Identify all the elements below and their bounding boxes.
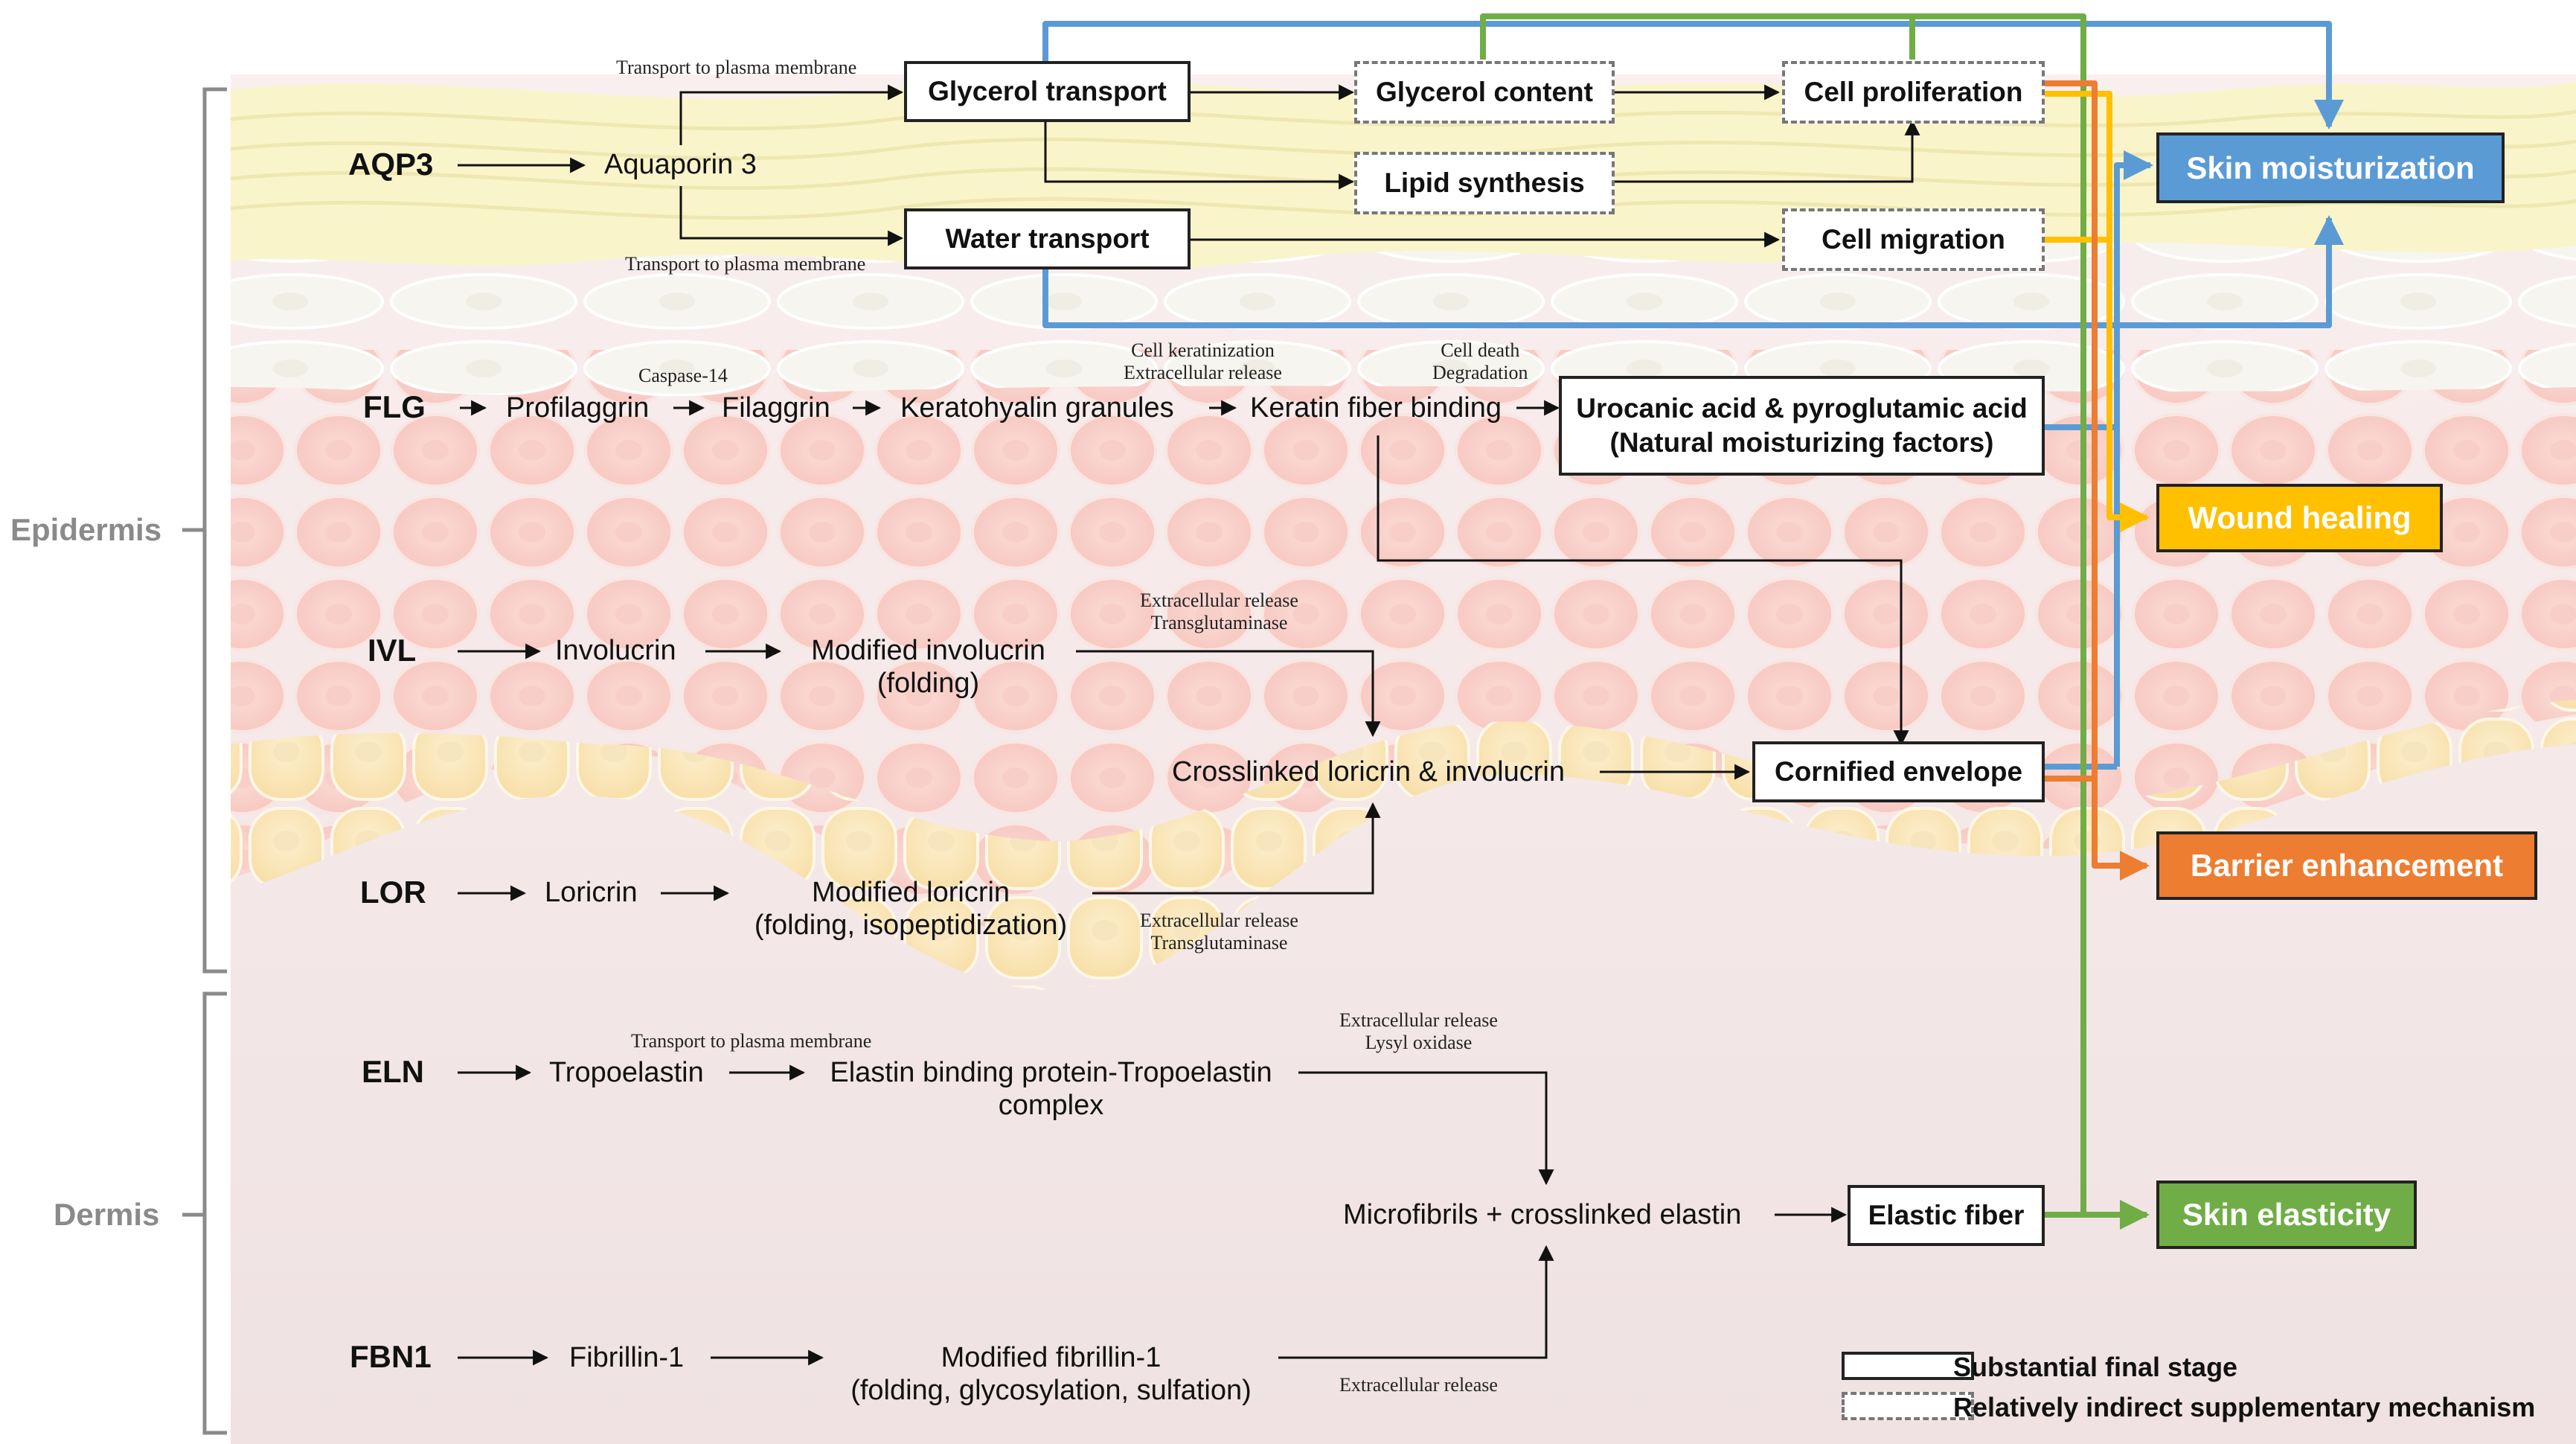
node-microfibrils: Microfibrils + crosslinked elastin <box>1343 1199 1742 1230</box>
legend-dashed-label: Relatively indirect supplementary mechan… <box>1953 1392 2536 1422</box>
outcome-wound-healing: Wound healing <box>2156 484 2443 552</box>
outcome-skin-elasticity: Skin elasticity <box>2156 1181 2417 1249</box>
node-filaggrin: Filaggrin <box>722 392 830 424</box>
node-cornified-envelope: Cornified envelope <box>1752 741 2045 802</box>
dermis-label: Dermis <box>54 1197 160 1232</box>
dermis-bracket <box>182 991 227 1435</box>
blue-line-top <box>1042 21 2344 130</box>
node-cell-proliferation: Cell proliferation <box>1782 61 2045 124</box>
outcome-barrier-enhancement: Barrier enhancement <box>2156 831 2537 900</box>
node-nmf-line2: (Natural moisturizing factors) <box>1609 427 1994 458</box>
ann-fbn-release: Extracellular release <box>1339 1374 1498 1396</box>
node-elastic-fiber: Elastic fiber <box>1848 1185 2045 1246</box>
node-mod-fibrillin-line2: (folding, glycosylation, sulfation) <box>850 1374 1252 1406</box>
legend-solid-label: Substantial final stage <box>1953 1352 2238 1382</box>
node-keratin-binding: Keratin fiber binding <box>1250 392 1502 424</box>
ann-keratinization-line1: Cell keratinization <box>1131 339 1275 361</box>
ann-keratinization-line2: Extracellular release <box>1124 361 1282 383</box>
gene-eln: ELN <box>362 1054 424 1089</box>
gene-flg: FLG <box>363 389 426 424</box>
node-mod-loricrin-line1: Modified loricrin <box>811 877 1010 908</box>
node-keratohyalin: Keratohyalin granules <box>900 392 1174 424</box>
node-mod-loricrin-line2: (folding, isopeptidization) <box>754 909 1068 941</box>
node-mod-involucrin-line2: (folding) <box>877 667 980 699</box>
ann-death-line1: Cell death <box>1441 339 1520 361</box>
ann-lor-release-line1: Extracellular release <box>1140 910 1298 931</box>
epidermis-bracket <box>182 87 227 974</box>
node-profilaggrin: Profilaggrin <box>506 392 650 424</box>
ann-transport-bottom: Transport to plasma membrane <box>625 253 866 275</box>
node-fibrillin1: Fibrillin-1 <box>569 1342 685 1373</box>
yellow-line-prolif <box>2045 91 2150 532</box>
node-cell-migration: Cell migration <box>1782 208 2045 271</box>
node-mod-involucrin-line1: Modified involucrin <box>811 635 1045 666</box>
ann-lor-release-line2: Transglutaminase <box>1150 931 1288 953</box>
ann-eln-transport: Transport to plasma membrane <box>631 1030 872 1052</box>
outcome-skin-moisturization: Skin moisturization <box>2156 132 2505 203</box>
ann-death: Cell death Degradation <box>1432 339 1528 384</box>
ann-ivl-release-line1: Extracellular release <box>1140 590 1298 611</box>
node-mod-fibrillin-line1: Modified fibrillin-1 <box>941 1342 1162 1373</box>
node-crosslinked: Crosslinked loricrin & involucrin <box>1172 756 1565 788</box>
node-mod-involucrin: Modified involucrin (folding) <box>800 635 1057 700</box>
legend-solid-swatch <box>1842 1352 1974 1380</box>
node-glycerol-transport: Glycerol transport <box>904 61 1191 122</box>
node-ebp-complex-line1: Elastin binding protein-Tropoelastin <box>830 1057 1272 1088</box>
green-line-top <box>1480 13 2147 1215</box>
orange-line <box>2045 80 2150 881</box>
legend: Substantial final stage Relatively indir… <box>1842 1350 2556 1432</box>
gene-lor: LOR <box>360 875 426 910</box>
gene-aqp3: AQP3 <box>348 147 434 182</box>
ann-caspase: Caspase-14 <box>638 365 728 386</box>
node-nmf-line1: Urocanic acid & pyroglutamic acid <box>1576 392 2028 424</box>
node-ebp-complex-line2: complex <box>998 1089 1104 1121</box>
node-water-transport: Water transport <box>904 208 1191 269</box>
blue-line-bottom <box>1042 215 2344 328</box>
node-mod-loricrin: Modified loricrin (folding, isopeptidiza… <box>744 877 1077 942</box>
node-involucrin: Involucrin <box>555 635 676 666</box>
ann-death-line2: Degradation <box>1432 361 1528 383</box>
ann-keratinization: Cell keratinization Extracellular releas… <box>1124 339 1282 384</box>
epidermis-label: Epidermis <box>10 512 162 547</box>
node-nmf: Urocanic acid & pyroglutamic acid (Natur… <box>1559 376 2045 476</box>
ann-lor-release: Extracellular release Transglutaminase <box>1140 910 1298 954</box>
ann-ivl-release-line2: Transglutaminase <box>1150 611 1288 633</box>
node-loricrin: Loricrin <box>545 877 638 908</box>
legend-dashed-swatch <box>1842 1392 1974 1420</box>
ann-eln-release: Extracellular release Lysyl oxidase <box>1339 1009 1498 1054</box>
node-tropoelastin: Tropoelastin <box>549 1057 704 1088</box>
node-ebp-complex: Elastin binding protein-Tropoelastin com… <box>818 1057 1284 1122</box>
ann-transport-top: Transport to plasma membrane <box>616 57 857 78</box>
gene-fbn1: FBN1 <box>350 1339 432 1374</box>
node-mod-fibrillin: Modified fibrillin-1 (folding, glycosyla… <box>841 1342 1261 1407</box>
ann-eln-release-line1: Extracellular release <box>1339 1009 1498 1031</box>
node-aquaporin3: Aquaporin 3 <box>604 149 757 180</box>
ann-eln-release-line2: Lysyl oxidase <box>1365 1031 1473 1053</box>
blue-line-trunk <box>2114 150 2153 767</box>
ann-ivl-release: Extracellular release Transglutaminase <box>1140 590 1298 634</box>
node-lipid-synthesis: Lipid synthesis <box>1354 152 1615 214</box>
node-glycerol-content: Glycerol content <box>1354 61 1615 124</box>
gene-ivl: IVL <box>368 633 417 668</box>
